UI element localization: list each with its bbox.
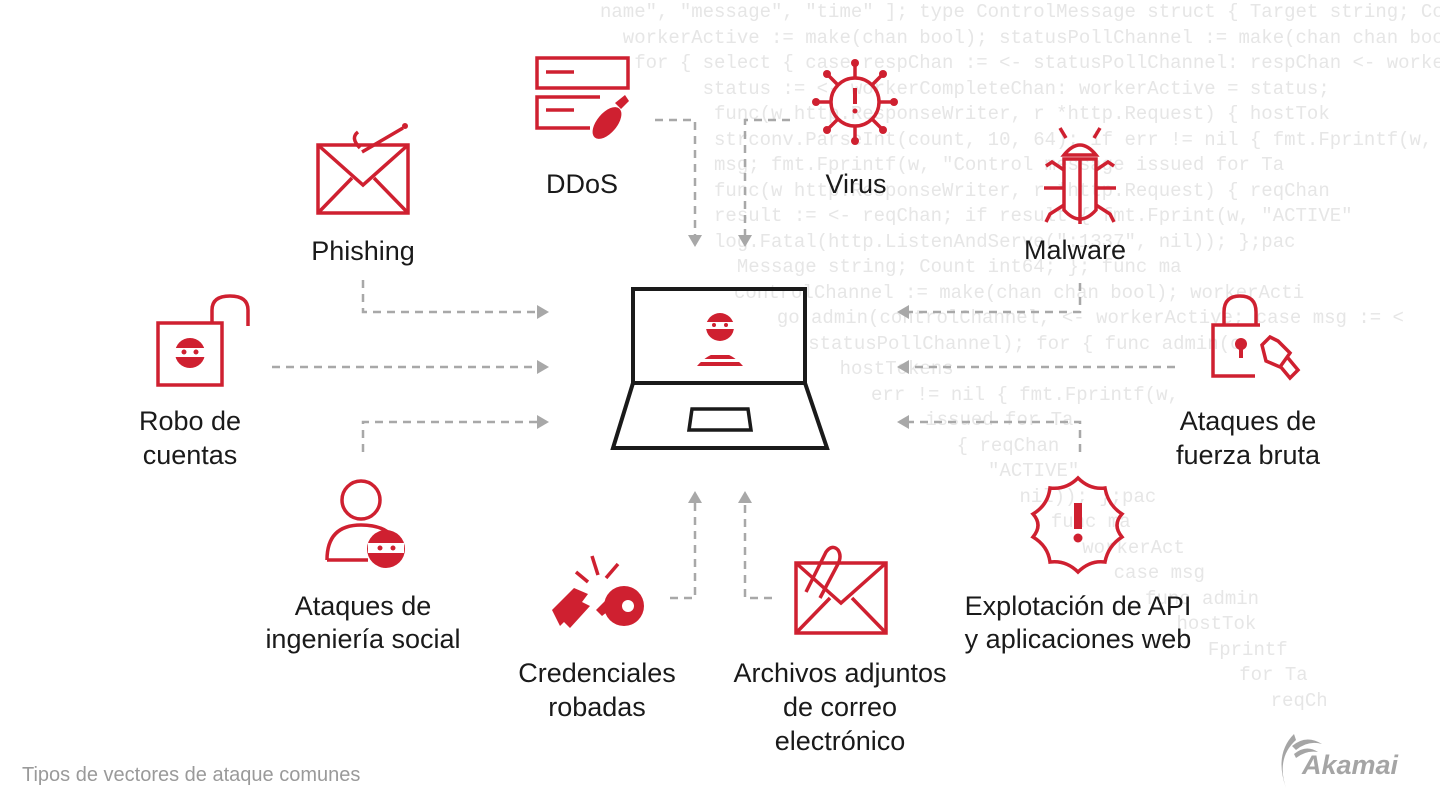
label-malware: Malware <box>1024 235 1126 265</box>
akamai-wave-icon <box>1281 734 1322 788</box>
phishing-envelope-hook-icon <box>316 123 410 215</box>
background-code-line: issued for Ta <box>720 409 1074 431</box>
envelope-paperclip-icon <box>794 545 888 635</box>
background-code-line: func(w http.ResponseWriter, r *http.Requ… <box>600 103 1330 125</box>
label-account-theft-line1: Robo de <box>139 406 241 436</box>
background-code-line: err != nil { fmt.Fprintf(w, <box>700 383 1179 406</box>
akamai-wordmark: Akamai <box>1302 750 1399 780</box>
background-code-line: log.Fatal(http.ListenAndServe(":1337", n… <box>600 230 1296 253</box>
warning-badge-icon <box>1030 475 1125 575</box>
unlocked-padlock-thief-icon <box>156 294 250 387</box>
arrow-account-theft <box>272 360 549 374</box>
user-thief-icon <box>325 479 405 568</box>
label-brute-force-line2: fuerza bruta <box>1176 440 1321 470</box>
background-code-line: for { select { case respChan := <- statu… <box>634 52 1440 74</box>
background-code-line: case msg <box>840 562 1205 584</box>
label-email-attachments-line1: Archivos adjuntos <box>733 658 946 688</box>
background-code-line: hostTokens <box>680 358 954 380</box>
broken-key-icon <box>552 555 644 628</box>
background-code-line: Message string; Count int64; }; func ma <box>600 256 1182 278</box>
background-code-line: { reqChan <box>740 434 1060 457</box>
background-code-line: controlChannel := make(chan chan bool); … <box>620 281 1305 304</box>
arrow-email-attachments <box>738 491 772 600</box>
background-code-line: name", "message", "time" ]; type Control… <box>600 1 1440 23</box>
background-code-line: Fprintf <box>900 638 1288 661</box>
label-brute-force-line1: Ataques de <box>1180 406 1317 436</box>
label-ddos: DDoS <box>546 169 618 199</box>
arrow-api-exploitation <box>897 415 1082 452</box>
background-code-line: status := <- workerCompleteChan: workerA… <box>600 77 1330 100</box>
arrow-ddos <box>655 118 702 247</box>
arrow-phishing <box>361 280 549 319</box>
bug-icon <box>1044 127 1116 224</box>
arrow-malware <box>897 283 1082 319</box>
background-code-line: func(w http.ResponseWriter, r *http.Requ… <box>600 179 1330 202</box>
label-email-attachments-line3: electrónico <box>775 726 906 756</box>
label-email-attachments-line2: de correo <box>783 692 897 722</box>
connector-arrows <box>272 118 1175 600</box>
background-code-texture: name", "message", "time" ]; type Control… <box>560 0 1440 740</box>
label-virus: Virus <box>825 169 886 199</box>
label-api-exploitation-line2: y aplicaciones web <box>965 624 1192 654</box>
figure-caption: Tipos de vectores de ataque comunes <box>22 764 361 786</box>
background-code-line: strconv.ParseInt(count, 10, 64); if err … <box>600 128 1433 151</box>
background-code-line: hostTok <box>880 613 1257 635</box>
virus-icon <box>812 59 898 145</box>
label-stolen-credentials-line1: Credenciales <box>518 658 676 688</box>
label-phishing: Phishing <box>311 236 415 266</box>
background-code-line: workerActive := make(chan bool); statusP… <box>600 26 1440 49</box>
background-code-line: statusPollChannel); for { func admin(c <box>660 332 1242 355</box>
background-code-line: reqCh <box>940 689 1328 712</box>
label-social-engineering-line2: ingeniería social <box>265 624 460 654</box>
background-code-line: func admin <box>860 587 1260 610</box>
arrow-virus <box>738 118 790 247</box>
background-code-line: msg; fmt.Fprintf(w, "Control message iss… <box>600 154 1285 176</box>
background-code-line: for Ta <box>920 664 1308 686</box>
label-api-exploitation-line1: Explotación de API <box>965 591 1192 621</box>
background-code-line: nil)); };pac <box>780 485 1157 508</box>
akamai-logo: Akamai <box>1272 732 1422 792</box>
arrow-social-engineering <box>361 415 549 452</box>
laptop-with-hacker-icon <box>610 287 830 450</box>
arrow-brute-force <box>897 360 1175 374</box>
arrow-stolen-credentials <box>670 491 702 600</box>
background-code-line: "ACTIVE" <box>760 460 1080 482</box>
label-account-theft-line2: cuentas <box>143 440 238 470</box>
label-stolen-credentials-line2: robadas <box>548 692 646 722</box>
background-code-line: result := <- reqChan; if result { fmt.Fp… <box>600 205 1353 227</box>
ddos-server-bomb-icon <box>535 56 630 139</box>
padlock-hand-icon <box>1211 294 1301 381</box>
label-social-engineering-line1: Ataques de <box>295 591 432 621</box>
